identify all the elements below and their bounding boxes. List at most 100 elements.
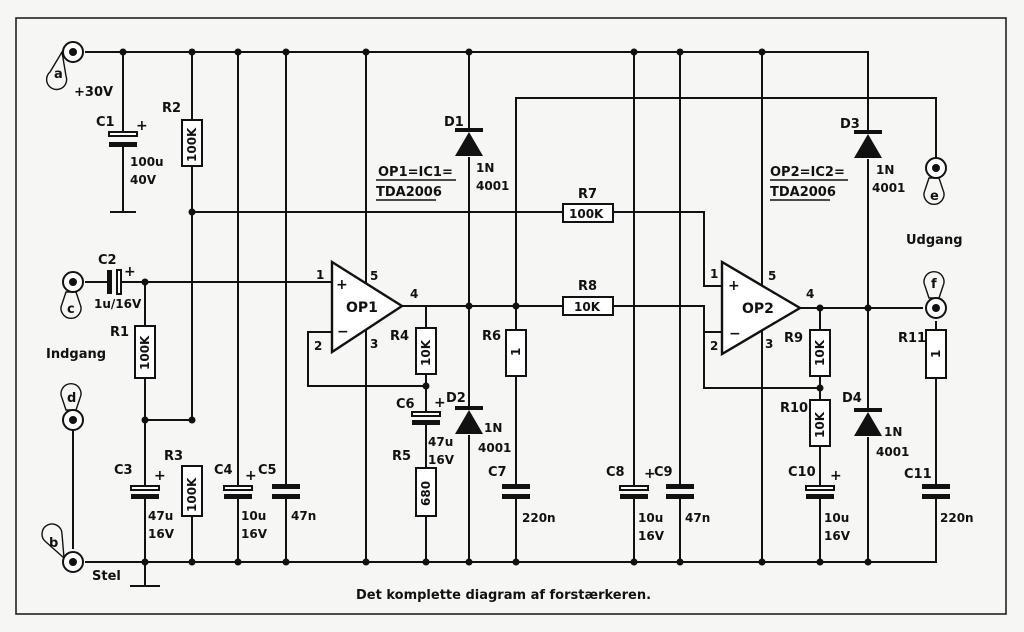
svg-text:d: d [67, 391, 76, 406]
svg-text:1: 1 [929, 350, 943, 358]
svg-text:3: 3 [765, 337, 773, 351]
opamp-op2: OP2 + − 1 2 3 4 5 OP2=IC2= TDA2006 [710, 165, 848, 357]
svg-text:+: + [336, 277, 348, 293]
resistor-r3: 100K R3 [164, 449, 203, 517]
svg-text:D3: D3 [840, 117, 860, 132]
capacitor-c1: + C1 100u 40V [96, 115, 164, 187]
svg-text:1N: 1N [484, 421, 502, 435]
svg-text:D2: D2 [446, 391, 466, 406]
svg-text:16V: 16V [148, 527, 175, 541]
svg-text:4001: 4001 [478, 441, 511, 455]
svg-text:100K: 100K [185, 477, 199, 512]
svg-text:C10: C10 [788, 465, 816, 480]
svg-text:16V: 16V [824, 529, 851, 543]
svg-text:f: f [931, 277, 937, 292]
svg-text:C1: C1 [96, 115, 115, 130]
capacitor-c9: C9 47n [654, 465, 710, 525]
svg-text:16V: 16V [241, 527, 268, 541]
input-label: Indgang [46, 347, 106, 362]
svg-text:47u: 47u [428, 435, 453, 449]
terminal-c: c [60, 271, 84, 320]
svg-text:3: 3 [370, 337, 378, 351]
svg-text:2: 2 [314, 339, 322, 353]
svg-text:OP2=IC2=: OP2=IC2= [770, 165, 845, 180]
svg-text:OP2: OP2 [742, 301, 774, 317]
svg-text:+: + [434, 395, 446, 411]
capacitor-c10: + C10 10u 16V [788, 465, 851, 543]
svg-text:100K: 100K [185, 127, 199, 162]
svg-text:C2: C2 [98, 253, 117, 268]
opamp-op1: OP1 + − 1 2 3 4 5 OP1=IC1= TDA2006 [314, 165, 456, 355]
svg-text:10K: 10K [419, 339, 433, 366]
svg-text:+: + [644, 466, 656, 482]
diode-d2: D2 1N 4001 [446, 391, 511, 455]
resistor-r8: 10K R8 [562, 279, 614, 316]
svg-text:100K: 100K [569, 207, 604, 221]
svg-text:1N: 1N [876, 163, 894, 177]
svg-text:+: + [154, 468, 166, 484]
terminal-a: a [45, 41, 84, 91]
svg-text:C9: C9 [654, 465, 673, 480]
svg-text:R10: R10 [780, 401, 808, 416]
svg-text:10u: 10u [241, 509, 266, 523]
svg-text:+: + [728, 278, 740, 294]
svg-text:R6: R6 [482, 329, 501, 344]
terminal-d: d [60, 382, 84, 431]
svg-text:220n: 220n [940, 511, 974, 525]
diode-d3: D3 1N 4001 [840, 117, 905, 195]
terminal-f: f [923, 270, 947, 319]
svg-text:2: 2 [710, 339, 718, 353]
svg-text:R9: R9 [784, 331, 803, 346]
svg-text:R7: R7 [578, 187, 597, 202]
svg-text:10u: 10u [638, 511, 663, 525]
capacitor-c11: C11 220n [904, 467, 974, 525]
svg-text:R8: R8 [578, 279, 597, 294]
svg-text:+: + [136, 118, 148, 134]
svg-text:R11: R11 [898, 331, 926, 346]
svg-text:−: − [337, 324, 349, 340]
svg-text:c: c [67, 302, 75, 317]
svg-text:+: + [830, 468, 842, 484]
terminal-e: e [923, 147, 947, 206]
diode-d4: D4 1N 4001 [842, 391, 909, 459]
capacitor-c8: + C8 10u 16V [606, 465, 665, 543]
svg-text:C7: C7 [488, 465, 507, 480]
resistor-r4: 10K R4 [390, 327, 437, 375]
svg-text:−: − [729, 326, 741, 342]
svg-text:10K: 10K [574, 300, 601, 314]
svg-text:47n: 47n [685, 511, 710, 525]
svg-text:1: 1 [509, 348, 523, 356]
svg-text:OP1: OP1 [346, 300, 378, 316]
svg-text:C6: C6 [396, 397, 415, 412]
svg-text:10K: 10K [813, 339, 827, 366]
capacitor-c6: + C6 47u 16V [396, 395, 455, 467]
svg-text:40V: 40V [130, 173, 157, 187]
svg-text:1N: 1N [884, 425, 902, 439]
svg-text:680: 680 [419, 481, 433, 506]
junction-dots [119, 48, 872, 566]
svg-text:4: 4 [806, 287, 814, 301]
svg-text:D4: D4 [842, 391, 862, 406]
frame-border [15, 17, 1007, 615]
svg-text:4001: 4001 [876, 445, 909, 459]
svg-text:5: 5 [370, 269, 378, 283]
diode-d1: D1 1N 4001 [444, 115, 509, 193]
capacitor-c3: + C3 47u 16V [114, 463, 175, 541]
output-label: Udgang [906, 233, 963, 248]
resistor-r9: 10K R9 [784, 329, 831, 377]
svg-text:a: a [54, 67, 63, 82]
svg-text:+: + [245, 468, 257, 484]
svg-text:C5: C5 [258, 463, 277, 478]
resistor-r6: 1 R6 [482, 329, 527, 377]
svg-text:R2: R2 [162, 101, 181, 116]
svg-text:+: + [124, 264, 136, 280]
capacitor-c5: C5 47n [258, 463, 316, 523]
resistor-r2: 100K R2 [162, 101, 203, 167]
svg-text:100u: 100u [130, 155, 164, 169]
svg-text:100K: 100K [138, 335, 152, 370]
resistor-r5: 680 R5 [392, 449, 437, 517]
svg-text:R1: R1 [110, 325, 129, 340]
svg-text:47u: 47u [148, 509, 173, 523]
resistor-r7: 100K R7 [562, 187, 614, 223]
